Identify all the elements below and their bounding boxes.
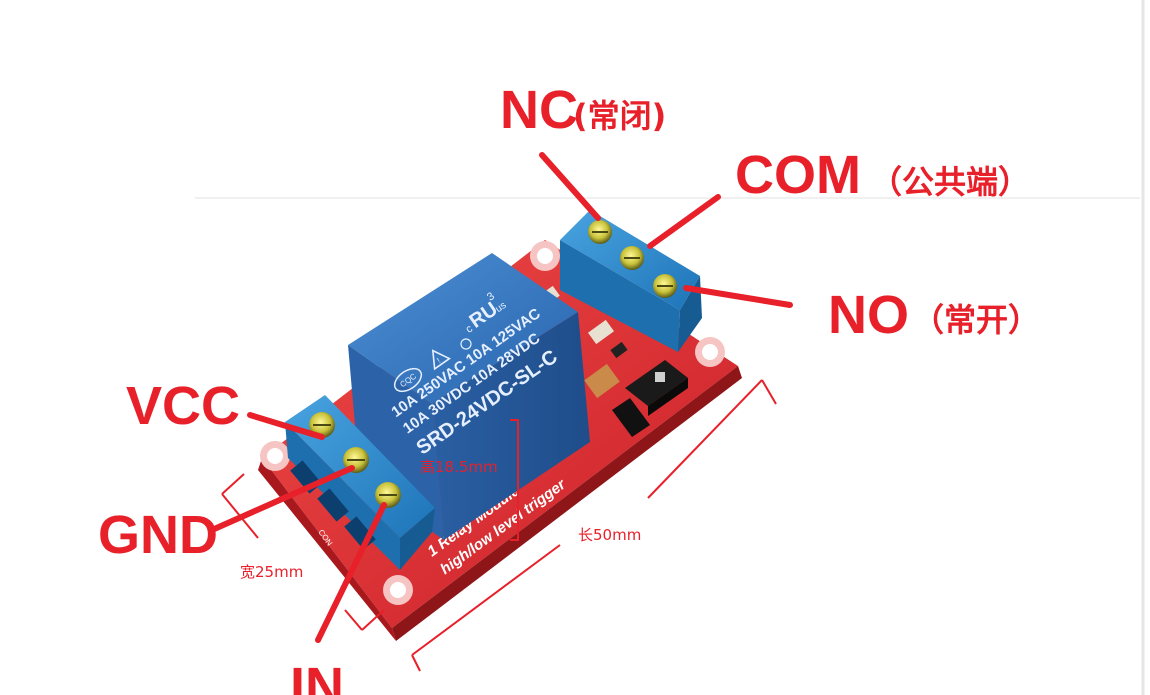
label-no: NO （常开） [828,285,1040,345]
label-com: COM （公共端） [735,145,1030,205]
svg-text:!: ! [435,356,442,365]
relay-dot-mark [460,338,472,350]
height-dimension-label: 高18.5mm [420,458,498,476]
label-vcc: VCC [126,376,240,436]
no-leader-line [683,285,793,308]
dimension-height [510,419,519,541]
com-leader-line [647,194,721,249]
width-dimension-label: 宽25mm [240,563,303,581]
vcc-leader-line [247,412,325,440]
label-in: IN [290,657,344,695]
gnd-leader-line [209,465,355,533]
dimension-length [411,379,777,672]
photo-backdrop [195,0,1145,695]
relay-component: 10A 250VAC 10A 125VAC 10A 30VDC 10A 28VD… [348,253,590,540]
warning-triangle-icon: ! [431,349,451,371]
svg-text:us: us [494,300,509,315]
in-leader-line [315,502,387,643]
jumper-header [612,360,688,437]
svg-text:NO: NO [828,285,909,345]
label-nc: NC (常闭) [500,80,666,140]
svg-text:COM: COM [735,145,861,205]
svg-text:(常闭): (常闭) [573,97,666,135]
svg-text:3: 3 [485,290,497,303]
label-gnd: GND [98,505,218,565]
output-terminal-block [560,210,702,352]
mounting-hole [260,241,725,605]
screw-terminal [588,220,677,298]
svg-text:（公共端）: （公共端） [870,163,1030,201]
svg-text:NC: NC [500,80,578,140]
nc-leader-line [539,152,601,221]
svg-text:c: c [464,322,476,335]
leader-lines [209,152,793,643]
svg-text:（常开）: （常开） [912,301,1040,339]
length-dimension-label: 长50mm [578,526,641,544]
